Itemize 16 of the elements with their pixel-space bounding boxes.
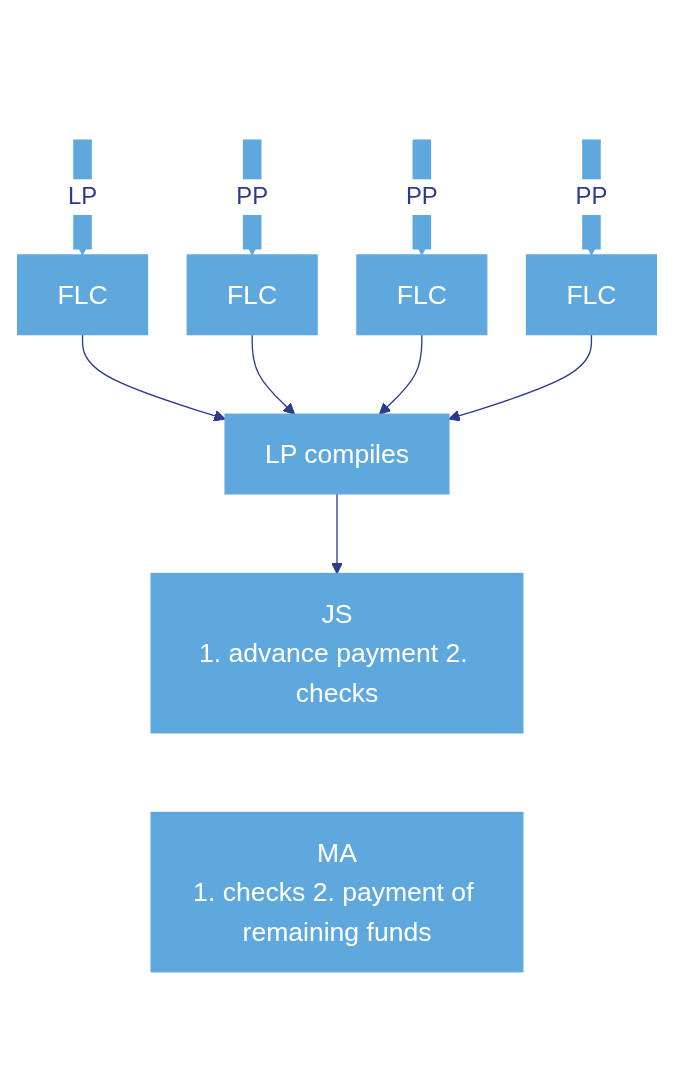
node-box: FLC (16, 254, 149, 336)
arrow (448, 334, 593, 422)
arrow (81, 334, 226, 422)
edge-label: PP (575, 183, 608, 211)
arrow (378, 334, 423, 416)
node-box: MA 1. checks 2. payment of remaining funds (150, 812, 524, 973)
arrow (331, 493, 343, 575)
node-box: FLC (525, 254, 658, 336)
node-box: LP compiles (224, 413, 450, 495)
node-box: FLC (186, 254, 318, 336)
arrow (251, 334, 296, 416)
edge-label: PP (405, 183, 438, 211)
edge-label: PP (236, 183, 269, 211)
edge-label: LP (67, 183, 98, 211)
node-box: FLC (356, 254, 488, 336)
node-box: JS 1. advance payment 2. checks (150, 573, 524, 734)
